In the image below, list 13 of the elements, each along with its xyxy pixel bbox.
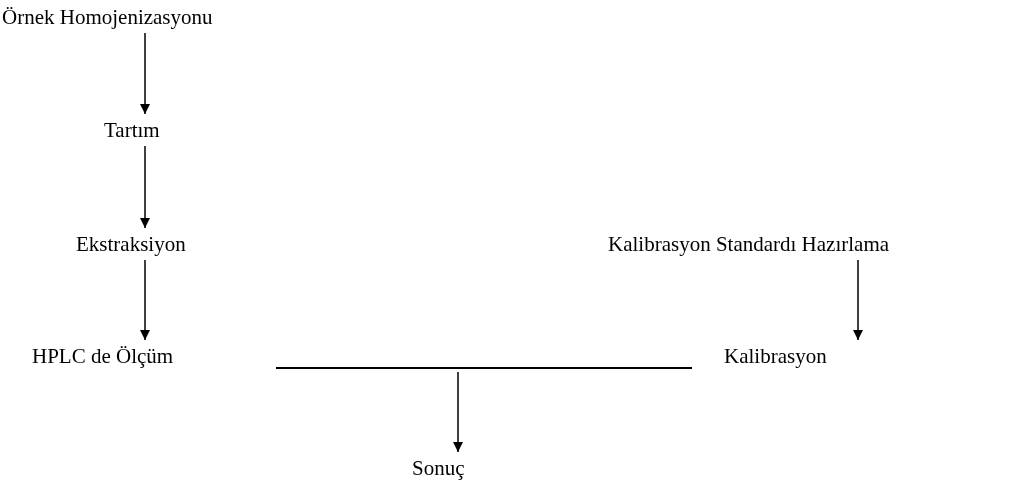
arrow bbox=[140, 32, 150, 115]
horizontal-line bbox=[276, 367, 692, 369]
step-label: Örnek Homojenizasyonu bbox=[2, 4, 213, 30]
step-label: Kalibrasyon Standardı Hazırlama bbox=[608, 231, 890, 257]
step-label: Ekstraksiyon bbox=[76, 231, 186, 257]
arrow bbox=[140, 145, 150, 229]
step-label: Sonuç bbox=[412, 455, 465, 481]
step-label: Kalibrasyon bbox=[724, 343, 827, 369]
arrow bbox=[453, 371, 463, 453]
step-label: Tartım bbox=[104, 117, 160, 143]
arrow bbox=[853, 259, 863, 341]
arrow bbox=[140, 259, 150, 341]
step-label: HPLC de Ölçüm bbox=[32, 343, 174, 369]
